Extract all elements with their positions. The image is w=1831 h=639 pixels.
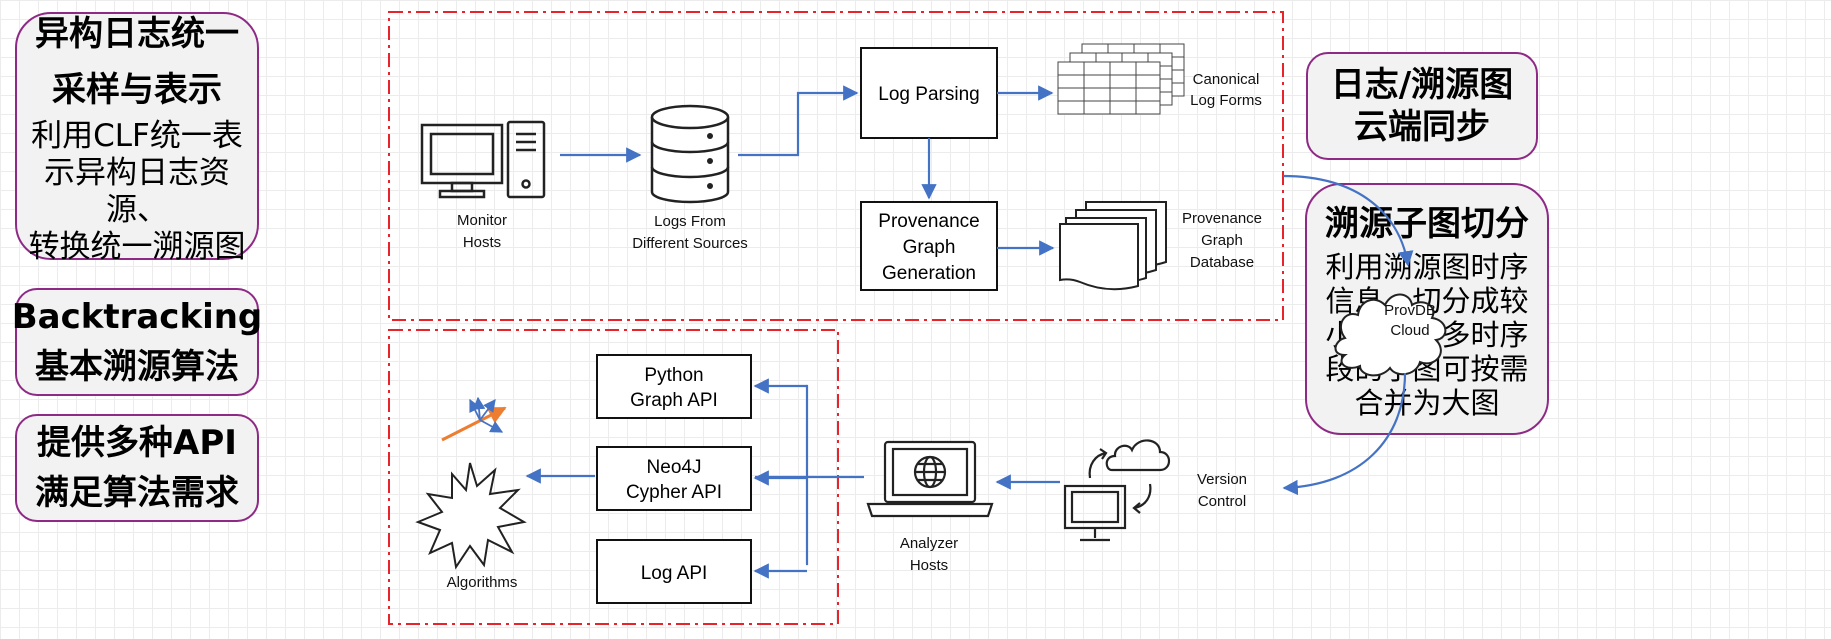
cloud-icon [1334,293,1447,377]
card-multiple-api: 提供多种API 满足算法需求 [15,414,259,522]
arrow-cloud-to-version [1282,372,1407,496]
card-body-line: 转换统一溯源图 [28,229,246,265]
provenance-generation-label: Provenance [878,211,979,232]
arrow-logs-to-parsing [738,85,859,157]
provenance-db-label: Provenance [1182,210,1262,227]
logs-sources-label: Logs From [654,213,726,230]
card-title-line: 提供多种API [37,423,237,463]
provdb-cloud-label: ProvDB [1384,302,1436,319]
flow-connectors [525,85,1414,579]
logs-sources-label: Different Sources [632,235,748,252]
starburst-icon [415,462,527,570]
bus-to-python-api [805,384,809,566]
database-icon [650,104,730,204]
provenance-generation-label: Graph [903,237,956,258]
card-title-line: Backtracking [11,297,263,337]
card-backtracking: Backtracking 基本溯源算法 [12,288,262,396]
log-api-label: Log API [641,563,708,584]
analyzer-hosts-label: Analyzer [900,535,958,552]
canonical-forms-label: Log Forms [1190,92,1262,109]
provenance-db-label: Database [1190,254,1254,271]
version-control-label: Control [1198,493,1246,510]
provenance-generation-label: Generation [882,263,976,284]
document-stack-icon [1059,201,1167,291]
python-api-label: Graph API [630,390,718,411]
card-title-line: 采样与表示 [52,70,222,110]
vector-arrows-icon [441,396,507,442]
log-parsing-box [860,47,998,139]
card-body-line: 示异构日志资源、 [44,155,230,228]
table-stack-icon [1057,43,1185,115]
cypher-api-label: Cypher API [626,482,722,503]
log-parsing-label: Log Parsing [878,84,979,105]
python-api-box [596,354,752,419]
card-title-line: 基本溯源算法 [35,347,239,387]
canonical-forms-label: Canonical [1193,71,1260,88]
card-heterogeneous-logs: 异构日志统一 采样与表示 利用CLF统一表 示异构日志资源、 转换统一溯源图 [15,12,259,265]
card-body-line: 利用CLF统一表 [31,118,243,154]
log-api-box [596,539,752,604]
provenance-db-label: Graph [1201,232,1243,249]
card-cloud-sync: 日志/溯源图 云端同步 [1306,52,1538,160]
monitor-hosts-label: Hosts [463,234,501,251]
provenance-generation-box [860,201,998,291]
analyzer-hosts-label: Hosts [910,557,948,574]
laptop-icon [866,440,994,518]
cypher-api-box [596,446,752,511]
card-title-line: 日志/溯源图 [1330,65,1514,105]
card-body-line: 利用溯源图时序 [1325,250,1529,284]
desktop-computer-icon [420,120,546,199]
monitor-hosts-label: Monitor [457,212,507,229]
card-title-line: 满足算法需求 [35,473,239,513]
card-subgraph-split: 溯源子图切分 利用溯源图时序 信息，切分成较 小子图；多时序 段的子图可按需 合… [1305,183,1549,435]
card-body-line: 合并为大图 [1354,386,1500,420]
card-title-line: 溯源子图切分 [1325,204,1529,244]
python-api-label: Python [644,365,703,386]
cypher-api-label: Neo4J [647,457,702,478]
upper-dashed-region [388,11,1284,321]
provdb-cloud-label: Cloud [1390,322,1429,339]
card-title-line: 异构日志统一 [35,14,239,54]
version-control-label: Version [1197,471,1247,488]
algorithms-label: Algorithms [447,574,518,591]
arrow-region-to-cloud [1282,174,1414,267]
card-title-line: 云端同步 [1354,107,1490,147]
sync-computer-icon [1063,439,1171,542]
